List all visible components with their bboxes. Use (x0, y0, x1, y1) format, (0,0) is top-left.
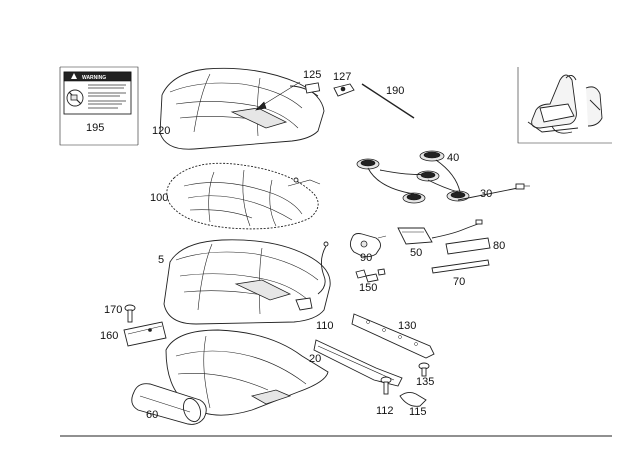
label-50: 50 (410, 247, 422, 259)
part-120-cushion-cover (159, 67, 325, 150)
label-127: 127 (333, 71, 351, 83)
part-100-heating-mat (166, 162, 321, 230)
part-labels: 195 120 125 127 190 40 30 100 5 90 50 80… (86, 69, 505, 421)
label-125: 125 (303, 69, 321, 81)
part-135-screw (418, 362, 430, 377)
part-190-rod (361, 83, 415, 119)
part-30-wiring-harness (367, 159, 530, 201)
part-70-sensor-strip (431, 259, 490, 274)
label-160: 160 (100, 330, 118, 342)
label-135: 135 (416, 376, 434, 388)
label-120: 120 (152, 125, 170, 137)
label-130: 130 (398, 320, 416, 332)
part-5-seat-cushion (163, 239, 331, 325)
part-80-sensor-strip (445, 237, 491, 255)
part-125-clip (304, 82, 321, 94)
part-90-motor (349, 233, 387, 258)
label-5: 5 (158, 254, 164, 266)
label-112: 112 (376, 405, 394, 417)
warning-label-frame (59, 66, 139, 146)
part-115-cap (399, 391, 427, 407)
label-80: 80 (493, 240, 505, 252)
part-40-speakers (356, 150, 470, 204)
part-160-module (123, 321, 167, 347)
label-170: 170 (104, 304, 122, 316)
part-50-control-unit (397, 219, 483, 245)
label-115: 115 (409, 406, 427, 418)
part-110-side-panel (313, 339, 403, 387)
part-60-bolster-roll (131, 383, 207, 425)
part-127-bracket (333, 83, 355, 97)
label-190: 190 (386, 85, 404, 97)
label-150: 150 (359, 282, 377, 294)
label-30: 30 (480, 188, 492, 200)
label-40: 40 (447, 152, 459, 164)
warning-label-heading: WARNING (82, 75, 106, 81)
label-60: 60 (146, 409, 158, 421)
label-20: 20 (309, 353, 321, 365)
part-170-screw (124, 304, 136, 323)
label-110: 110 (316, 320, 334, 332)
seat-thumbnail (517, 67, 612, 144)
warning-label-sticker: WARNING (63, 71, 132, 115)
label-195: 195 (86, 122, 104, 134)
part-20-foam-pad (165, 329, 329, 416)
part-112-screw (380, 376, 392, 395)
part-150-clips (355, 268, 386, 283)
label-90: 90 (360, 252, 372, 264)
label-100: 100 (150, 192, 168, 204)
part-130-rail (351, 313, 435, 359)
label-70: 70 (453, 276, 465, 288)
